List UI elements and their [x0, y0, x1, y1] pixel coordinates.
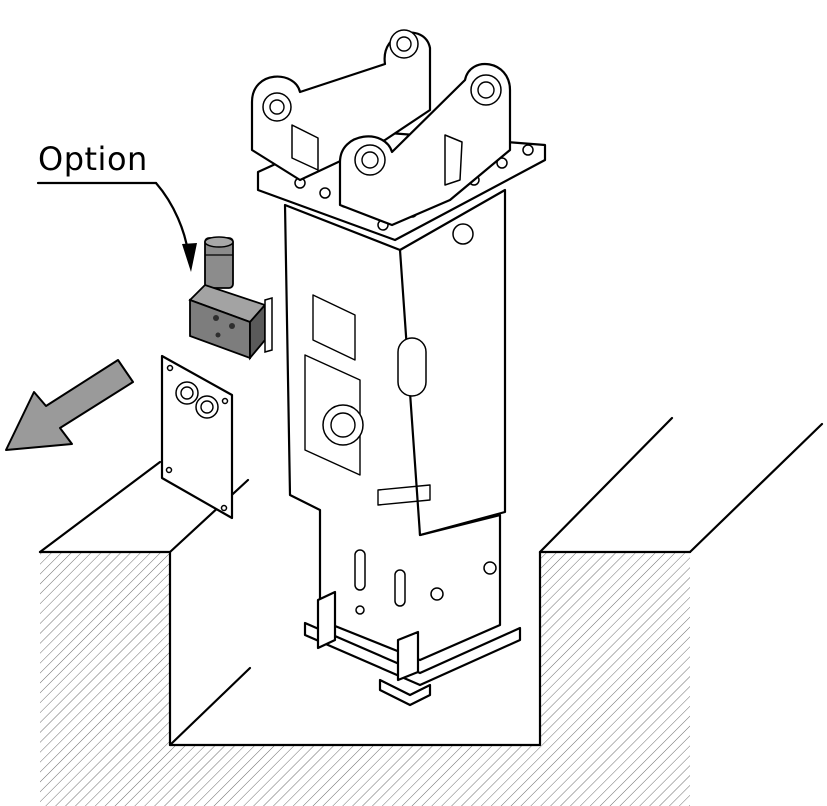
hydraulic-breaker: [250, 29, 547, 707]
optional-valve: [188, 236, 273, 361]
ground-section: [38, 416, 824, 806]
pit-floor-edge: [168, 666, 252, 747]
option-label: Option: [38, 140, 148, 178]
ground-edge-left: [38, 460, 162, 554]
ground-edge-right-pit: [538, 416, 674, 554]
callout-pointer: [36, 181, 197, 272]
pit-walls: [38, 550, 692, 747]
ground-edge-left-pit: [168, 478, 250, 554]
cover-plate: [160, 354, 234, 520]
ground-edge-right: [688, 422, 824, 554]
removal-arrow: [5, 359, 134, 451]
